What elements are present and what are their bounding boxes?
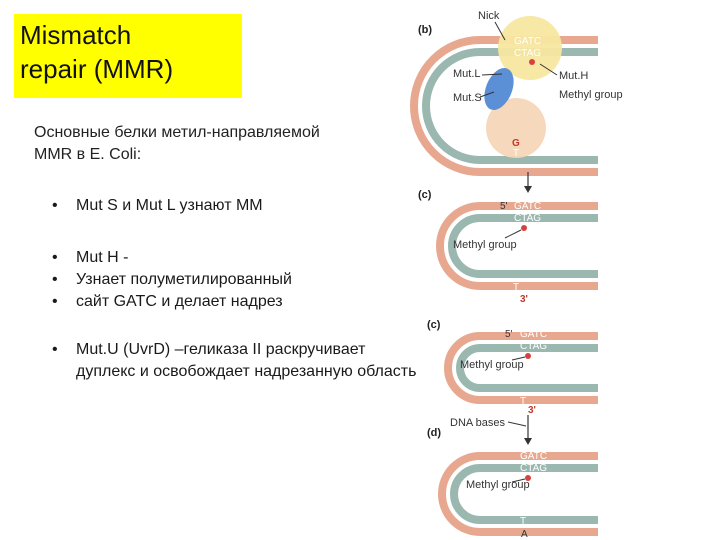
- methyl-label-b: Methyl group: [559, 89, 623, 101]
- panel-b: (b) GATC CTAG Nick Mut.L Mut.S Mut.H Met…: [410, 10, 623, 193]
- outer-strand-c2: [444, 332, 598, 404]
- methyl-dot-d: [525, 475, 531, 481]
- methyl-dot-c1: [521, 225, 527, 231]
- t-label-b: T: [513, 148, 519, 159]
- t-label-d: T: [520, 516, 526, 527]
- panel-c1: (c) 5' GATC CTAG Methyl group T 3': [418, 189, 598, 305]
- subtitle-line-1: Основные белки метил-направляемой: [34, 124, 320, 141]
- methyl-dot-c2: [525, 353, 531, 359]
- slide-subtitle: Основные белки метил-направляемой MMR в …: [34, 122, 404, 166]
- methyl-label-c2: Methyl group: [460, 359, 524, 371]
- panel-d: (d) DNA bases GATC CTAG Methyl group T A: [427, 415, 598, 540]
- ctag-label-d: CTAG: [520, 463, 547, 474]
- muts-pointer: [479, 91, 495, 98]
- gatc-label-c1: GATC: [514, 201, 541, 212]
- methyl-pointer-d: [511, 478, 526, 483]
- mutl-pointer: [481, 73, 503, 76]
- panel-c2: (c) 5' GATC CTAG Methyl group T 3': [427, 319, 598, 416]
- inner-strand-b: [422, 48, 598, 164]
- mutl-complex: [498, 16, 562, 80]
- muth-label: Mut.H: [559, 70, 588, 82]
- inner-strand-d: [450, 464, 598, 524]
- panel-label-b: (b): [418, 24, 432, 36]
- mutl-label: Mut.L: [453, 68, 481, 80]
- outer-strand-b: [410, 36, 598, 176]
- arrow-head-b-c: [524, 186, 532, 193]
- outer-strand-c1: [436, 202, 598, 290]
- methyl-dot-b: [529, 59, 535, 65]
- g-label-b: G: [512, 138, 520, 149]
- panel-label-c2: (c): [427, 319, 441, 331]
- five-prime-c1: 5': [500, 201, 508, 212]
- title-line-2: repair (MMR): [20, 54, 174, 84]
- methyl-pointer-c1: [504, 229, 522, 239]
- muth-complex: [486, 98, 546, 158]
- bullet-mutu: Mut.U (UvrD) –геликаза II раскручивает д…: [48, 339, 418, 383]
- dna-bases-label: DNA bases: [450, 417, 506, 429]
- three-prime-c1: 3': [520, 294, 528, 305]
- bullet-list: Mut S и Mut L узнают ММ Mut H - Узнает п…: [48, 195, 418, 383]
- muth-pointer: [539, 63, 558, 76]
- three-prime-c2: 3': [528, 405, 536, 416]
- bullet-muth: Mut H -: [48, 247, 418, 269]
- bullet-recognizes: Узнает полуметилированный: [48, 269, 418, 291]
- ctag-label-c1: CTAG: [514, 213, 541, 224]
- title-line-1: Mismatch: [20, 20, 132, 50]
- inner-strand-c1: [448, 214, 598, 278]
- t-label-c1: T: [513, 282, 519, 293]
- slide-title: Mismatch repair (MMR): [20, 18, 240, 86]
- inner-strand-c2: [456, 344, 598, 392]
- gatc-label-d: GATC: [520, 451, 547, 462]
- muts-label: Mut.S: [453, 92, 482, 104]
- a-label-d: A: [521, 529, 528, 540]
- methyl-pointer-c2: [511, 356, 526, 361]
- dna-bases-pointer: [507, 421, 527, 427]
- five-prime-c2: 5': [505, 329, 513, 340]
- bullet-site-gatc: сайт GATC и делает надрез: [48, 291, 418, 313]
- arrow-head-c-d: [524, 438, 532, 445]
- panel-label-c1: (c): [418, 189, 432, 201]
- ctag-label-b: CTAG: [514, 48, 541, 59]
- t-label-c2: T: [520, 396, 526, 407]
- subtitle-line-2: MMR в E. Coli:: [34, 146, 142, 163]
- methyl-label-c1: Methyl group: [453, 239, 517, 251]
- ctag-label-c2: CTAG: [520, 341, 547, 352]
- bullet-muts-mutl: Mut S и Mut L узнают ММ: [48, 195, 418, 217]
- nick-pointer: [494, 21, 506, 41]
- gatc-label-c2: GATC: [520, 329, 547, 340]
- panel-label-d: (d): [427, 427, 441, 439]
- title-highlight: [14, 14, 242, 98]
- muts-protein: [484, 68, 514, 110]
- methyl-label-d: Methyl group: [466, 479, 530, 491]
- outer-strand-d: [438, 452, 598, 536]
- nick-label: Nick: [478, 10, 500, 22]
- gatc-label-b: GATC: [514, 36, 541, 47]
